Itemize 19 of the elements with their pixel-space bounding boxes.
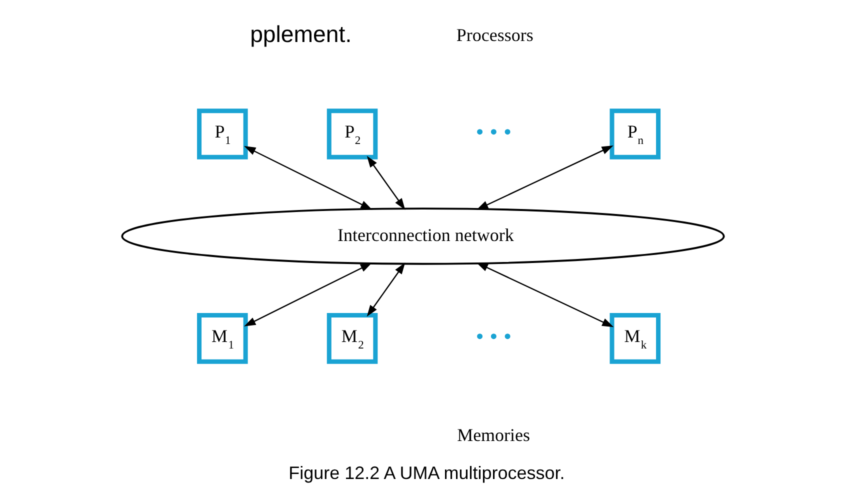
arrow xyxy=(244,146,372,210)
node-box: M$_{k}$ xyxy=(610,313,661,364)
arrow xyxy=(476,262,614,328)
caption: Figure 12.2 A UMA multiprocessor. xyxy=(288,462,565,483)
node-box: P$_{2}$ xyxy=(326,108,378,160)
arrow xyxy=(366,262,406,317)
arrow xyxy=(476,146,614,210)
node-box: M$_{1}$ xyxy=(197,313,248,364)
label: pplement. xyxy=(250,20,352,47)
label: • • • xyxy=(476,120,512,146)
arrow xyxy=(366,156,406,210)
label: Memories xyxy=(457,424,530,445)
label: • • • xyxy=(476,324,512,350)
node-ellipse: Interconnection network xyxy=(121,208,725,265)
label: Processors xyxy=(456,25,534,46)
node-box: P$_{n}$ xyxy=(610,108,661,160)
arrow xyxy=(244,262,372,326)
node-box: P$_{1}$ xyxy=(197,108,248,160)
node-box: M$_{2}$ xyxy=(326,313,378,364)
